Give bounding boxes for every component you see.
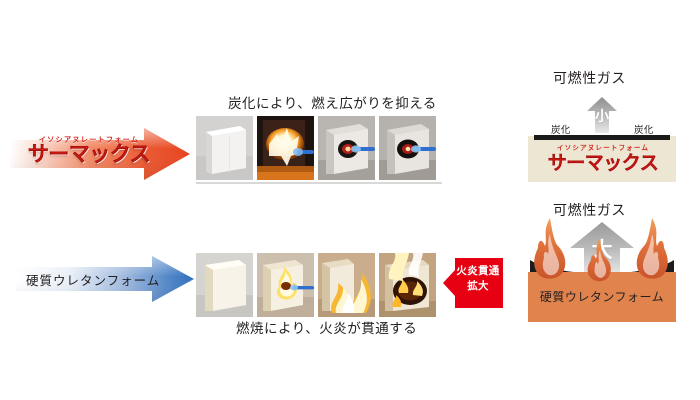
blue-arrow-urethane (16, 256, 194, 302)
thermax-logo-box-main: サーマックス (547, 152, 659, 174)
photo-strip-urethane (196, 253, 436, 317)
char-label-right: 炭化 (634, 125, 654, 136)
photo-large-flame (318, 253, 375, 317)
flame-icon-center (587, 238, 611, 282)
photo-carbonized-surface-1 (318, 116, 375, 180)
photo-flame-spreading (257, 253, 314, 317)
thermax-foam-box (528, 136, 676, 182)
urethane-foam-box-label: 硬質ウレタンフォーム (539, 290, 665, 304)
char-label-left: 炭化 (551, 125, 571, 136)
photo-carbonized-surface-2 (379, 116, 436, 180)
char-layer-bar (534, 135, 670, 140)
photo-urethane-before-burn (196, 253, 253, 317)
red-arrow-thermax (10, 128, 190, 180)
burn-through-badge (443, 258, 503, 308)
photo-strip-thermax (196, 116, 436, 180)
thermax-logo-box: イソシアヌレートフォーム サーマックス (540, 145, 666, 174)
small-gas-arrow-icon (587, 97, 617, 133)
flame-icon-left (534, 218, 566, 279)
gas-label-urethane: 可燃性ガス (553, 202, 626, 218)
flame-icon-right (636, 218, 668, 279)
photo-burn-through (379, 253, 436, 317)
strip-underline-thermax (196, 182, 442, 184)
caption-urethane: 燃焼により、火炎が貫通する (236, 321, 418, 336)
urethane-arrow-label: 硬質ウレタンフォーム (26, 274, 161, 288)
photo-board-before-burn (196, 116, 253, 180)
photo-flame-impinging (257, 116, 314, 180)
gas-label-thermax: 可燃性ガス (553, 70, 626, 86)
thermax-logo-box-sub: イソシアヌレートフォーム (556, 145, 650, 152)
large-gas-arrow-icon (570, 222, 634, 278)
caption-thermax: 炭化により、燃え広がりを抑える (228, 96, 437, 111)
